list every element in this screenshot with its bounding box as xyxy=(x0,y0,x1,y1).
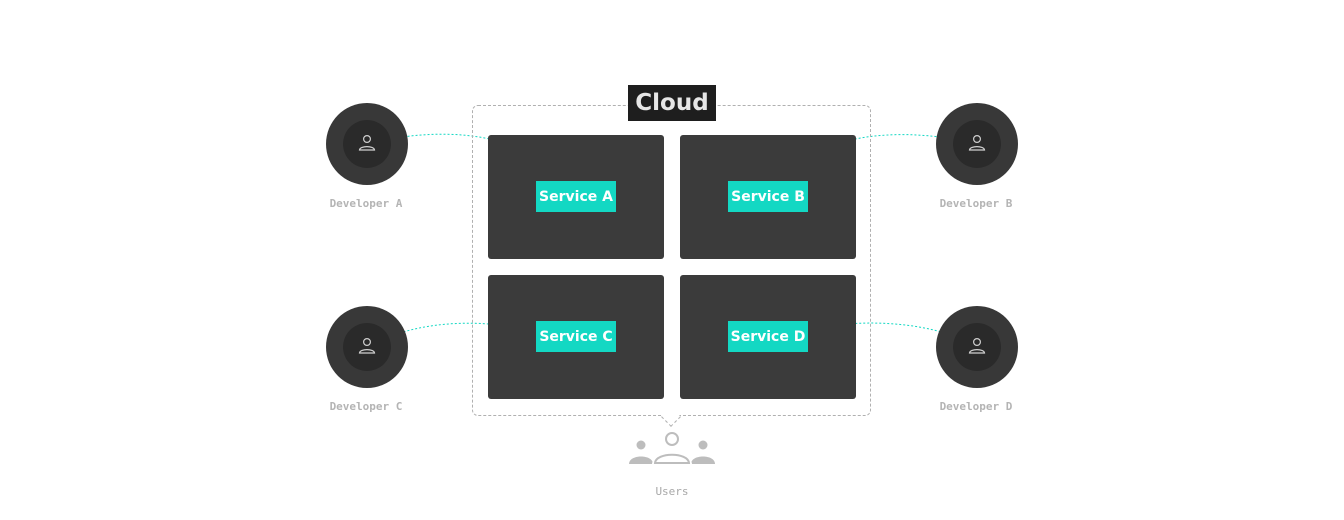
developer-a-avatar xyxy=(343,120,391,168)
developer-d-label: Developer D xyxy=(939,400,1013,413)
developer-c-node[interactable] xyxy=(326,306,408,388)
person-icon xyxy=(968,337,986,354)
developer-a-label: Developer A xyxy=(329,197,403,210)
person-icon xyxy=(358,134,376,151)
developer-b-avatar xyxy=(953,120,1001,168)
person-icon xyxy=(358,337,376,354)
service-a-badge[interactable]: Service A xyxy=(536,181,616,212)
service-c-badge[interactable]: Service C xyxy=(536,321,616,352)
users-label: Users xyxy=(655,485,689,498)
person-icon xyxy=(968,134,986,151)
developer-d-avatar xyxy=(953,323,1001,371)
developer-b-label: Developer B xyxy=(939,197,1013,210)
developer-d-node[interactable] xyxy=(936,306,1018,388)
developer-b-node[interactable] xyxy=(936,103,1018,185)
service-d-badge[interactable]: Service D xyxy=(728,321,808,352)
service-b-badge[interactable]: Service B xyxy=(728,181,808,212)
developer-c-label: Developer C xyxy=(329,400,403,413)
cloud-title: Cloud xyxy=(628,85,716,121)
developer-c-avatar xyxy=(343,323,391,371)
developer-a-node[interactable] xyxy=(326,103,408,185)
users-group-icon xyxy=(629,432,715,464)
